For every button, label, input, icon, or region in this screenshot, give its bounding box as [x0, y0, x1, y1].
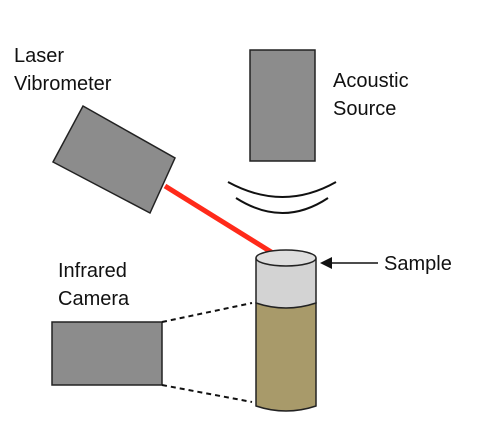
infrared-camera-box	[51, 321, 163, 386]
laser-label-line2: Vibrometer	[14, 73, 112, 95]
acoustic-label-line2: Source	[333, 98, 396, 120]
acoustic-wave-1	[227, 181, 337, 198]
infrared-label-line2: Camera	[58, 288, 130, 310]
sample-cylinder	[255, 249, 317, 412]
camera-fov-bottom-line	[161, 384, 253, 403]
sample-label: Sample	[384, 253, 452, 275]
acoustic-wave-2	[235, 197, 329, 214]
sample-arrow-head	[320, 257, 332, 269]
laser-beam	[163, 183, 278, 258]
sample-top-section	[255, 258, 317, 309]
acoustic-source-box	[249, 49, 316, 162]
laser-vibrometer-box	[51, 104, 176, 215]
sample-body	[255, 302, 317, 412]
infrared-label-line1: Infrared	[58, 260, 127, 282]
camera-fov-top-line	[161, 302, 253, 323]
laser-label-line1: Laser	[14, 45, 64, 67]
sample-top-face	[255, 249, 317, 267]
acoustic-label-line1: Acoustic	[333, 70, 409, 92]
